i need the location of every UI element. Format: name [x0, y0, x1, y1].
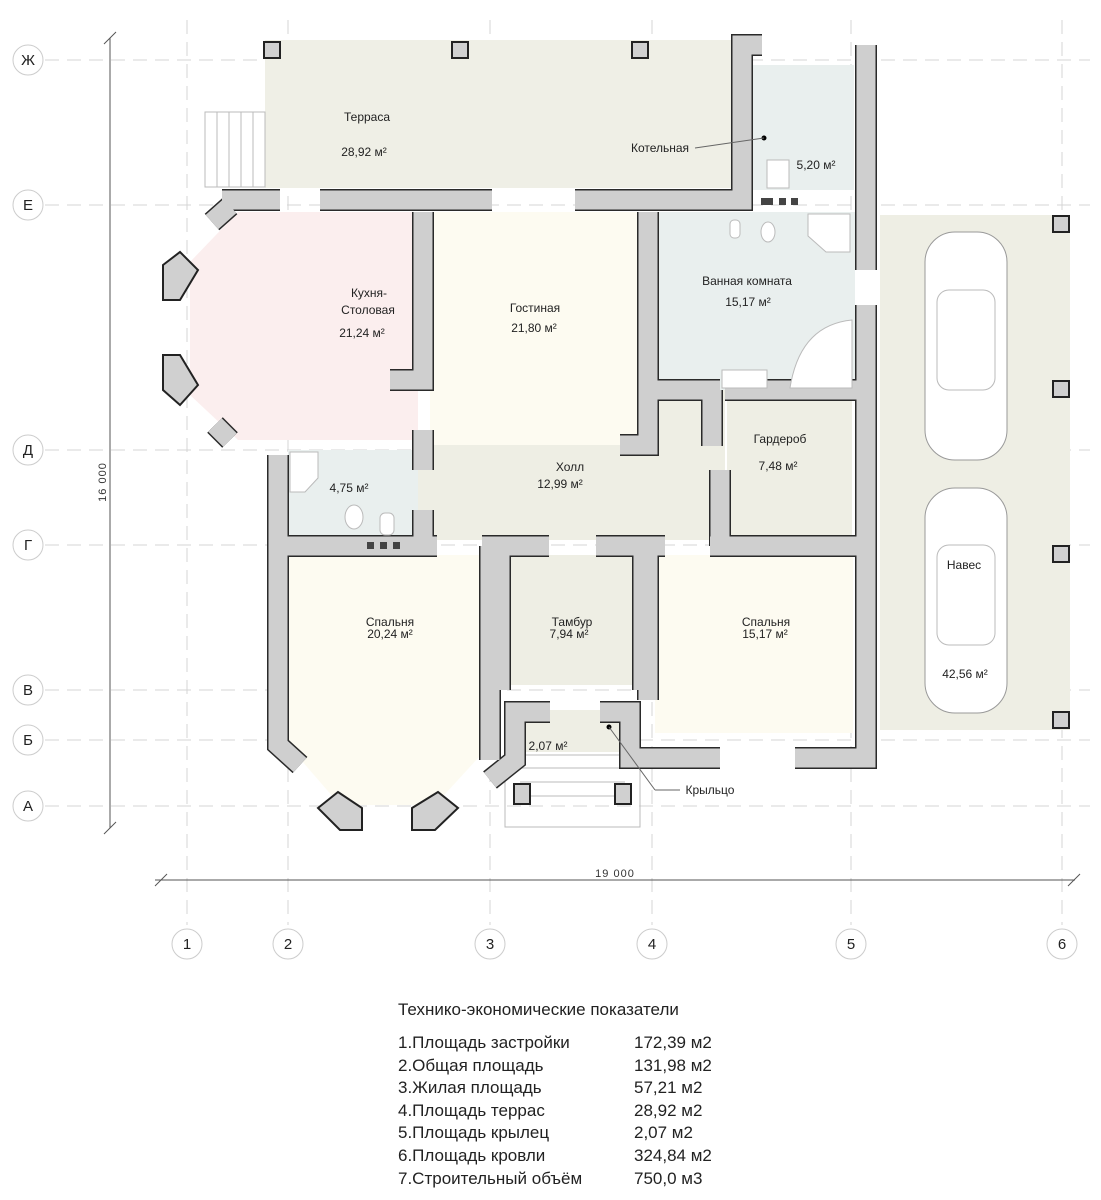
living-room-floor: [430, 212, 645, 447]
room-area-terrace: 28,92 м²: [341, 145, 387, 159]
room-name-carport: Навес: [947, 558, 981, 572]
room-name-wardrobe: Гардероб: [754, 432, 807, 446]
room-name-bathroom: Ванная комната: [702, 274, 792, 288]
bedroom2-floor: [655, 555, 853, 733]
shower-icon: [807, 213, 851, 253]
wc-toilet-icon: [344, 504, 364, 530]
room-name-kitchen: Кухня-: [351, 286, 387, 300]
axis-column-label: 5: [847, 936, 855, 953]
axis-row-label: Б: [23, 732, 33, 749]
axis-column-label: 6: [1058, 936, 1066, 953]
specs-value: 172,39 м2: [634, 1033, 712, 1052]
wc-bidet-icon: [379, 512, 395, 536]
specs-table: Технико-экономические показатели 1.Площа…: [398, 1000, 712, 1190]
room-name-vestibule: Тамбур: [552, 615, 593, 629]
specs-label: 2.Общая площадь: [398, 1055, 544, 1075]
room-area-kitchen: 21,24 м²: [339, 326, 385, 340]
specs-row: 1.Площадь застройки 172,39 м2: [398, 1032, 712, 1055]
room-name-porch: Крыльцо: [686, 783, 735, 797]
bathroom-fixtures: [289, 135, 853, 730]
specs-value: 750,0 м3: [634, 1168, 703, 1188]
bedroom1-floor: [288, 555, 490, 805]
room-area-bathroom: 15,17 м²: [725, 295, 771, 309]
specs-value: 28,92 м2: [634, 1100, 703, 1120]
specs-label: 4.Площадь террас: [398, 1100, 545, 1120]
specs-label: 7.Строительный объём: [398, 1168, 583, 1188]
axis-row-label: Ж: [21, 52, 35, 69]
room-name-hall: Холл: [556, 460, 584, 474]
terrace-floor: [265, 40, 740, 188]
room-area-living: 21,80 м²: [511, 321, 557, 335]
terrace-stairs: [204, 111, 266, 188]
axis-column-label: 1: [183, 936, 191, 953]
axis-row-label: В: [23, 682, 33, 699]
room-name-bedroom2: Спальня: [742, 615, 790, 629]
kitchen-floor: [190, 212, 418, 440]
room-name-kitchen-2: Столовая: [341, 303, 395, 317]
room-area-vestibule: 7,94 м²: [550, 627, 589, 641]
room-area-boiler: 5,20 м²: [797, 158, 836, 172]
specs-row: 5.Площадь крылец 2,07 м2: [398, 1122, 712, 1145]
specs-row: 7.Строительный объём 750,0 м3: [398, 1168, 712, 1191]
specs-label: 5.Площадь крылец: [398, 1123, 550, 1143]
room-area-carport: 42,56 м²: [942, 667, 988, 681]
dimension-lines: [103, 31, 1081, 887]
room-name-living: Гостиная: [510, 301, 560, 315]
vestibule-floor: [500, 555, 643, 685]
row-axis-markers: Ж Е Д Г В Б А: [12, 44, 44, 822]
specs-row: 4.Площадь террас 28,92 м2: [398, 1100, 712, 1123]
axis-row-label: Г: [24, 537, 32, 554]
porch-stairs: [504, 754, 641, 828]
axis-row-label: А: [23, 798, 33, 815]
room-area-wardrobe: 7,48 м²: [759, 459, 798, 473]
room-area-wc: 4,75 м²: [330, 481, 369, 495]
specs-value: 131,98 м2: [634, 1055, 712, 1075]
columns: [263, 41, 1070, 805]
wc-shower-icon: [289, 451, 319, 493]
floor-plan: Терраса 28,92 м² Котельная 5,20 м² Кухня…: [12, 20, 1090, 960]
sink-icon: [721, 369, 768, 389]
specs-value: 57,21 м2: [634, 1078, 703, 1098]
specs-label: 1.Площадь застройки: [398, 1033, 570, 1052]
axis-column-label: 3: [486, 936, 494, 953]
specs-value: 324,84 м2: [634, 1145, 712, 1165]
specs-row: 6.Площадь кровли 324,84 м2: [398, 1145, 712, 1168]
car-icon: [924, 231, 1008, 461]
bidet-icon: [729, 219, 741, 239]
axis-row-label: Е: [23, 197, 33, 214]
room-name-bedroom1: Спальня: [366, 615, 414, 629]
boiler-icon: [766, 159, 790, 189]
specs-label: 6.Площадь кровли: [398, 1145, 546, 1165]
specs-value: 2,07 м2: [634, 1123, 693, 1143]
bathtub-icon: [789, 319, 853, 389]
axis-column-label: 2: [284, 936, 292, 953]
cars: [924, 231, 1008, 714]
column-axis-markers: 1 2 3 4 5 6: [171, 928, 1078, 960]
specs-title: Технико-экономические показатели: [398, 1000, 679, 1019]
room-area-bedroom1: 20,24 м²: [367, 627, 413, 641]
wardrobe-floor: [727, 397, 852, 535]
axis-column-label: 4: [648, 936, 656, 953]
room-area-bedroom2: 15,17 м²: [742, 627, 788, 641]
specs-row: 2.Общая площадь 131,98 м2: [398, 1055, 712, 1078]
dimension-width: 19 000: [595, 868, 635, 880]
car-icon: [924, 487, 1008, 714]
room-area-porch: 2,07 м²: [529, 739, 568, 753]
dimension-height: 16 000: [97, 462, 109, 502]
specs-label: 3.Жилая площадь: [398, 1078, 542, 1098]
room-name-boiler: Котельная: [631, 141, 689, 155]
specs-row: 3.Жилая площадь 57,21 м2: [398, 1077, 712, 1100]
axis-row-label: Д: [23, 442, 33, 459]
walls: [162, 34, 877, 831]
room-area-hall: 12,99 м²: [537, 477, 583, 491]
room-name-terrace: Терраса: [344, 110, 390, 124]
toilet-icon: [760, 221, 776, 243]
